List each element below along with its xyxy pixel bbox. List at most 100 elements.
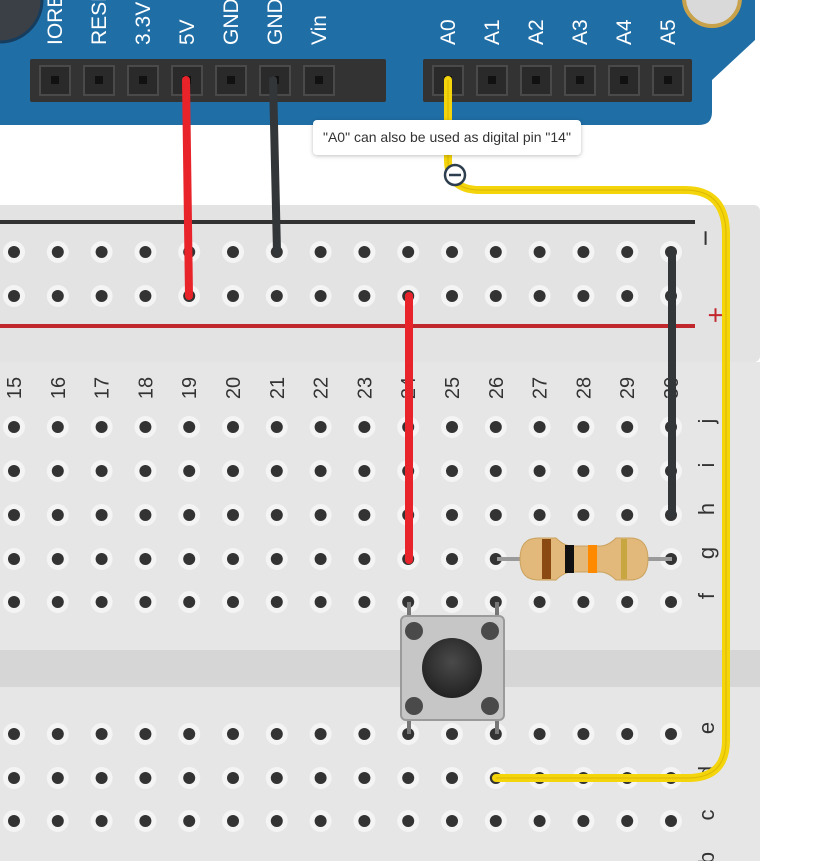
breadboard-hole[interactable]	[265, 548, 288, 570]
breadboard-hole[interactable]	[484, 416, 507, 438]
breadboard-hole[interactable]	[134, 591, 157, 613]
breadboard-hole[interactable]	[528, 416, 551, 438]
breadboard-hole[interactable]	[353, 460, 376, 482]
breadboard-hole[interactable]	[46, 810, 69, 832]
breadboard-hole[interactable]	[178, 810, 201, 832]
breadboard-hole[interactable]	[265, 723, 288, 745]
breadboard-hole[interactable]	[353, 241, 376, 263]
breadboard-hole[interactable]	[528, 591, 551, 613]
breadboard-hole[interactable]	[616, 241, 639, 263]
breadboard-hole[interactable]	[46, 767, 69, 789]
breadboard-hole[interactable]	[3, 810, 25, 832]
breadboard-hole[interactable]	[222, 460, 244, 482]
breadboard-hole[interactable]	[3, 767, 25, 789]
breadboard-hole[interactable]	[572, 241, 595, 263]
breadboard-hole[interactable]	[46, 504, 69, 526]
resistor[interactable]	[497, 537, 672, 581]
breadboard-hole[interactable]	[265, 416, 288, 438]
breadboard-hole[interactable]	[222, 548, 244, 570]
breadboard-hole[interactable]	[3, 285, 25, 307]
breadboard-hole[interactable]	[309, 241, 332, 263]
power-pin-gnd[interactable]: GND	[215, 0, 247, 96]
breadboard-hole[interactable]	[134, 504, 157, 526]
analog-pin-a4[interactable]: A4	[608, 19, 640, 96]
breadboard-hole[interactable]	[3, 416, 25, 438]
breadboard-hole[interactable]	[3, 591, 25, 613]
breadboard-hole[interactable]	[3, 548, 25, 570]
analog-pin-a3[interactable]: A3	[564, 19, 596, 96]
breadboard-hole[interactable]	[178, 504, 201, 526]
breadboard-hole[interactable]	[222, 504, 244, 526]
breadboard-hole[interactable]	[353, 810, 376, 832]
analog-pin-a2[interactable]: A2	[520, 19, 552, 96]
breadboard-hole[interactable]	[484, 460, 507, 482]
breadboard-hole[interactable]	[441, 416, 463, 438]
breadboard-hole[interactable]	[616, 416, 639, 438]
breadboard-hole[interactable]	[572, 460, 595, 482]
breadboard-hole[interactable]	[46, 241, 69, 263]
breadboard-hole[interactable]	[528, 241, 551, 263]
breadboard-hole[interactable]	[528, 504, 551, 526]
breadboard-hole[interactable]	[616, 810, 639, 832]
breadboard-hole[interactable]	[353, 416, 376, 438]
breadboard-hole[interactable]	[441, 723, 463, 745]
breadboard-hole[interactable]	[309, 504, 332, 526]
power-pin-vin[interactable]: Vin	[303, 15, 335, 96]
breadboard-hole[interactable]	[134, 767, 157, 789]
breadboard-hole[interactable]	[484, 548, 507, 570]
red-wire-3v3[interactable]	[182, 76, 193, 300]
breadboard-hole[interactable]	[134, 285, 157, 307]
breadboard-hole[interactable]	[46, 285, 69, 307]
breadboard-hole[interactable]	[46, 548, 69, 570]
breadboard-hole[interactable]	[309, 548, 332, 570]
black-wire-gnd[interactable]	[269, 76, 281, 256]
breadboard-hole[interactable]	[572, 416, 595, 438]
breadboard-hole[interactable]	[222, 241, 244, 263]
breadboard-hole[interactable]	[616, 591, 639, 613]
breadboard-hole[interactable]	[616, 285, 639, 307]
breadboard-hole[interactable]	[441, 285, 463, 307]
breadboard-hole[interactable]	[222, 591, 244, 613]
breadboard-hole[interactable]	[528, 723, 551, 745]
breadboard-hole[interactable]	[46, 416, 69, 438]
breadboard-hole[interactable]	[134, 241, 157, 263]
breadboard-hole[interactable]	[90, 504, 113, 526]
breadboard-hole[interactable]	[90, 548, 113, 570]
breadboard-hole[interactable]	[90, 723, 113, 745]
breadboard-hole[interactable]	[3, 241, 25, 263]
breadboard-hole[interactable]	[309, 723, 332, 745]
breadboard-hole[interactable]	[572, 723, 595, 745]
breadboard-hole[interactable]	[90, 591, 113, 613]
breadboard-hole[interactable]	[90, 460, 113, 482]
breadboard-hole[interactable]	[572, 285, 595, 307]
breadboard-hole[interactable]	[353, 504, 376, 526]
breadboard-hole[interactable]	[660, 810, 682, 832]
breadboard-hole[interactable]	[178, 723, 201, 745]
breadboard-hole[interactable]	[353, 767, 376, 789]
breadboard-hole[interactable]	[397, 241, 420, 263]
breadboard-hole[interactable]	[616, 460, 639, 482]
breadboard-hole[interactable]	[309, 767, 332, 789]
breadboard-hole[interactable]	[528, 285, 551, 307]
breadboard-hole[interactable]	[309, 285, 332, 307]
breadboard-hole[interactable]	[441, 810, 463, 832]
breadboard-hole[interactable]	[265, 767, 288, 789]
breadboard-hole[interactable]	[134, 810, 157, 832]
breadboard-hole[interactable]	[265, 460, 288, 482]
breadboard-hole[interactable]	[46, 723, 69, 745]
breadboard-hole[interactable]	[441, 767, 463, 789]
breadboard-hole[interactable]	[572, 591, 595, 613]
breadboard-hole[interactable]	[222, 285, 244, 307]
breadboard-hole[interactable]	[616, 723, 639, 745]
breadboard-hole[interactable]	[309, 416, 332, 438]
breadboard-hole[interactable]	[353, 591, 376, 613]
breadboard-hole[interactable]	[134, 548, 157, 570]
breadboard-hole[interactable]	[660, 591, 682, 613]
breadboard-hole[interactable]	[134, 460, 157, 482]
breadboard-hole[interactable]	[309, 810, 332, 832]
breadboard-hole[interactable]	[528, 810, 551, 832]
breadboard-hole[interactable]	[397, 810, 420, 832]
breadboard-hole[interactable]	[528, 460, 551, 482]
breadboard-hole[interactable]	[660, 723, 682, 745]
